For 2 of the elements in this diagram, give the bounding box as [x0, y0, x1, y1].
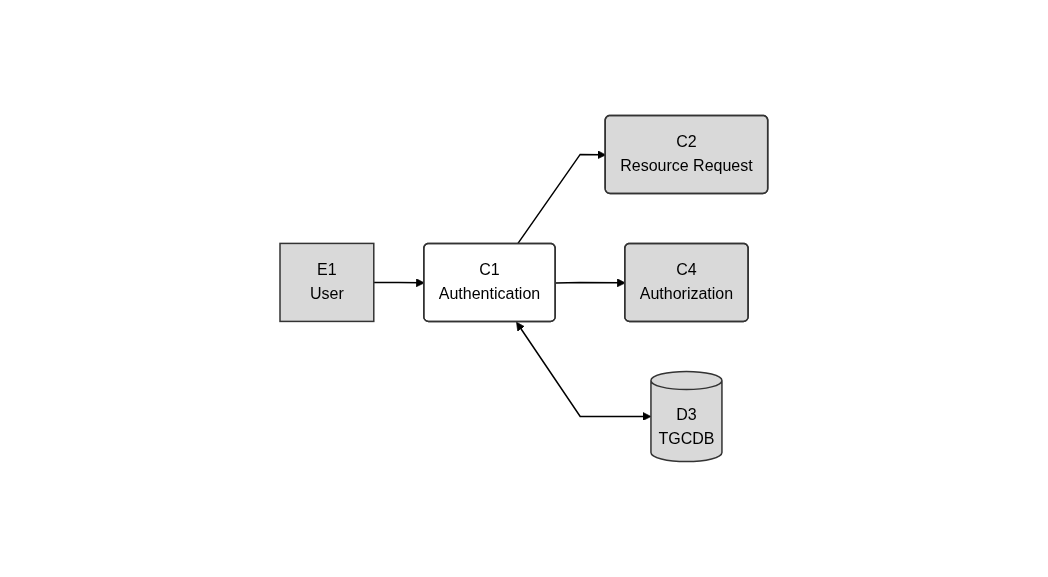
node-box: E1 User [279, 242, 375, 323]
arrow [516, 321, 652, 421]
